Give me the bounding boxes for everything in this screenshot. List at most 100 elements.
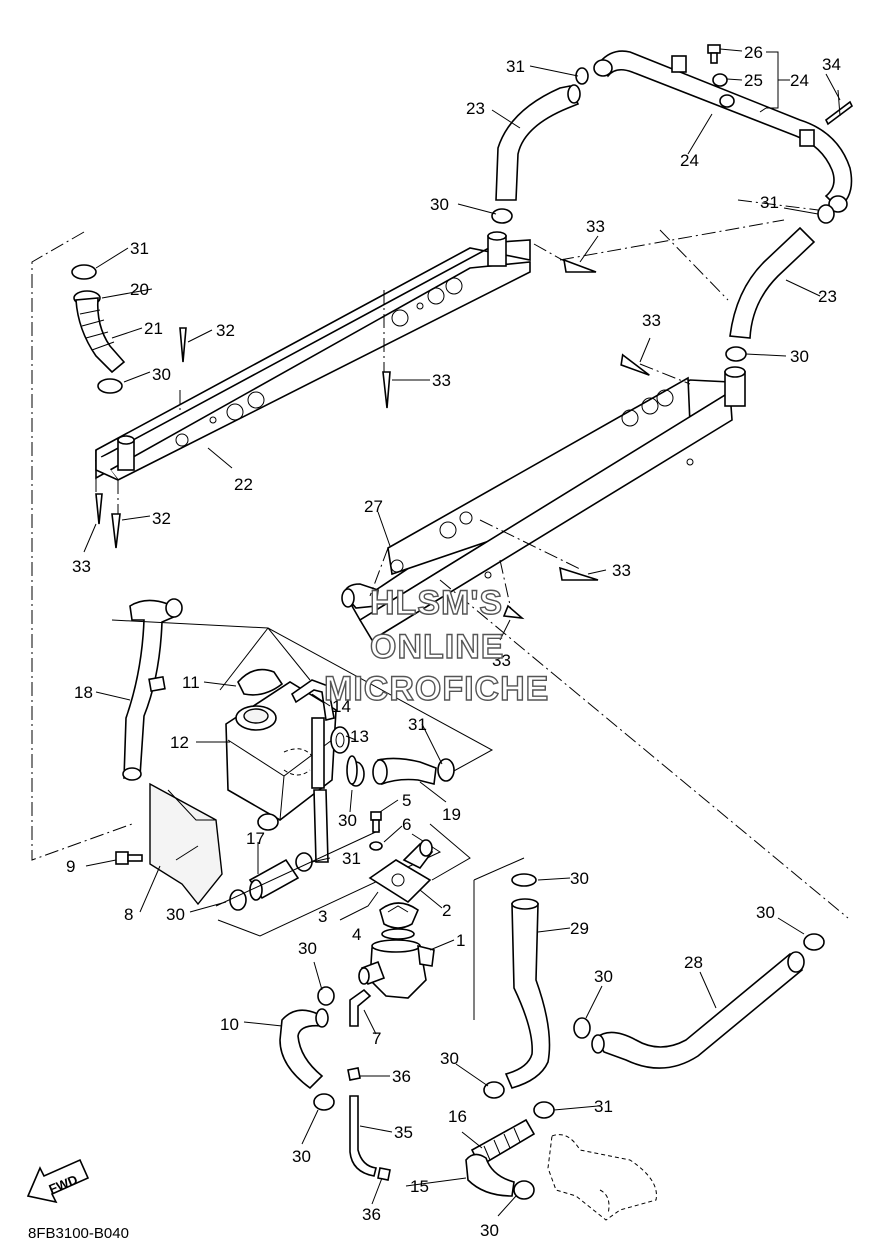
callout-36: 36 [392,1067,411,1086]
clamp-31-left [71,264,97,280]
callout-35: 35 [394,1123,413,1142]
watermark-line-1: HLSM'S [370,584,503,622]
callout-30: 30 [430,195,449,214]
callout-31-c: 31 [130,239,149,258]
callout-25: 25 [744,71,763,90]
callout-1: 1 [456,931,465,950]
joint-36-bottom [377,1167,391,1181]
washer-25 [712,73,728,87]
callout-23-b: 23 [818,287,837,306]
callout-30-l: 30 [480,1221,499,1240]
thermostat-housing-1 [358,939,435,999]
hose-28 [591,951,805,1069]
callout-23: 23 [466,99,485,118]
hose-10 [279,1008,329,1090]
watermark-line-2: ONLINE [370,628,504,666]
joint-36-top [347,1067,361,1081]
hose-18 [122,598,183,781]
hose-15 [465,1153,515,1197]
callout-33-b: 33 [642,311,661,330]
clamp-30-hose10-top [317,986,335,1006]
clamp-30-hose28-left [573,1017,591,1039]
reference-lines [31,199,849,919]
manifold-22-outlet [487,231,507,267]
diagram-code: 8FB3100-B040 [28,1225,129,1242]
hose-21 [75,297,126,374]
callout-30-j: 30 [440,1049,459,1068]
callout-16: 16 [448,1107,467,1126]
callout-9: 9 [66,857,75,876]
callout-34: 34 [822,55,841,74]
callout-31-d: 31 [408,715,427,734]
clamp-30-hose10-bottom [313,1093,335,1111]
callout-32: 32 [216,321,235,340]
callout-7: 7 [372,1029,381,1048]
callout-15: 15 [410,1177,429,1196]
reservoir-tank-12 [225,681,337,863]
callout-14: 14 [332,697,351,716]
callout-24-b: 24 [680,151,699,170]
bolt-5 [370,811,382,833]
callout-29: 29 [570,919,589,938]
callout-30-b: 30 [790,347,809,366]
callout-30-f: 30 [298,939,317,958]
manifold-22 [95,239,531,482]
callout-30-i: 30 [594,967,613,986]
manifold-22-inlet [117,435,135,471]
gasket-6 [369,841,383,851]
clamp-30-top [491,208,513,224]
callout-31-b: 31 [760,193,779,212]
cap-11 [237,668,284,696]
manifold-27-inlet [724,366,746,407]
callout-33-f: 33 [492,651,511,670]
callout-30-d: 30 [338,811,357,830]
callout-12: 12 [170,733,189,752]
clamp-30-hose28-right [803,933,825,951]
callout-19: 19 [442,805,461,824]
breather-hose-14 [290,679,335,721]
callout-30-h: 30 [756,903,775,922]
watermark-line-3: MICROFICHE [324,670,549,708]
callout-8: 8 [124,905,133,924]
callout-36-b: 36 [362,1205,381,1224]
callout-33-e: 33 [612,561,631,580]
callout-33-d: 33 [72,557,91,576]
hose-23-left [495,84,581,201]
thermostat-cover-2 [368,839,434,904]
clamp-30-hose29-bottom [483,1081,505,1099]
clamp-30-hose29-top [511,873,537,887]
callout-32-b: 32 [152,509,171,528]
callout-20: 20 [130,280,149,299]
bolts-33 [95,258,650,620]
pump-housing-outline [547,1134,657,1221]
callout-labels: 31 23 30 26 25 24 34 24 31 23 30 33 33 3… [66,43,841,1240]
bolts-32 [111,327,187,549]
callout-33: 33 [586,217,605,236]
callout-30-e: 30 [166,905,185,924]
watermark: HLSM'S ONLINE MICROFICHE [323,583,549,708]
bolt-26 [707,44,721,64]
callout-31-e: 31 [342,849,361,868]
fitting-7 [349,988,372,1027]
callout-5: 5 [402,791,411,810]
hose-17 [248,858,300,901]
callout-27: 27 [364,497,383,516]
damper-13 [330,726,350,754]
thermostat-3 [379,902,419,929]
callout-30-k: 30 [292,1147,311,1166]
bolt-9 [115,851,143,865]
callout-24: 24 [790,71,809,90]
callout-3: 3 [318,907,327,926]
clamp-31-tank [437,758,455,782]
guard-8 [149,782,223,906]
callout-28: 28 [684,953,703,972]
leader-lines [83,65,841,1217]
callout-17: 17 [246,829,265,848]
callout-30-c: 30 [152,365,171,384]
callout-4: 4 [352,925,361,944]
callout-6: 6 [402,815,411,834]
callout-13: 13 [350,727,369,746]
top-water-pipe-24 [593,50,853,213]
callout-30-g: 30 [570,869,589,888]
